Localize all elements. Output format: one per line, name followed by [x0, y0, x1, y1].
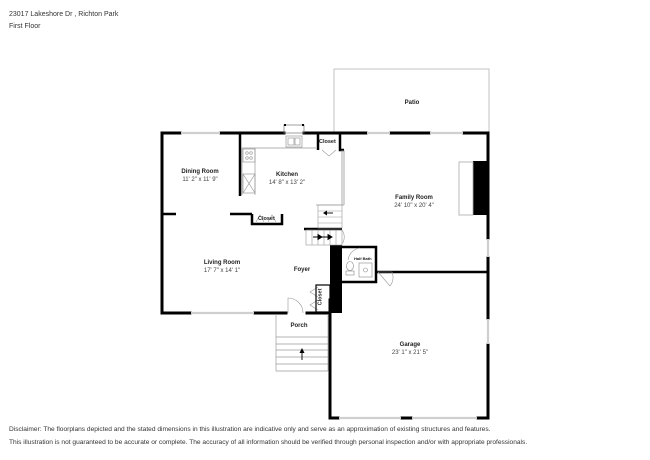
disclaimer: Disclaimer: The floorplans depicted and … [9, 424, 527, 449]
floor-title: First Floor [9, 23, 41, 30]
disclaimer-line-1: Disclaimer: The floorplans depicted and … [9, 426, 491, 433]
foyer-label: Foyer [293, 267, 311, 273]
half-bath-label: Half Bath [354, 256, 372, 261]
windows [181, 131, 490, 420]
stair-arrow-left-icon [323, 210, 333, 216]
family-room-label: Family Room 24' 10" x 20' 4" [394, 195, 434, 209]
lower-stairs [305, 229, 343, 246]
upper-stairs [317, 204, 343, 229]
dining-room-label: Dining Room 11' 2" x 11' 9" [181, 169, 219, 183]
partition-lines [316, 150, 345, 206]
bay-window-posts [284, 124, 304, 126]
property-address: 23017 Lakeshore Dr , Richton Park [9, 11, 119, 18]
patio-label: Patio [404, 100, 420, 106]
foyer-closet-box [315, 284, 331, 313]
living-room-label: Living Room 17' 7" x 14' 1" [203, 260, 241, 274]
door-swings [255, 149, 394, 314]
half-bath-fixtures [345, 261, 373, 278]
kitchen-closet-label: Closet [319, 139, 336, 145]
foyer-closet-label: Closet [317, 288, 324, 306]
disclaimer-line-2: This illustration is not guaranteed to b… [9, 438, 528, 446]
interior-walls [162, 133, 488, 284]
stair-arrow-up-icon [299, 348, 305, 360]
porch-label: Porch [290, 323, 308, 329]
exterior-walls [160, 131, 490, 420]
solid-blocks [330, 161, 488, 313]
garage-label: Garage 23' 1" x 21' 5" [391, 342, 429, 356]
fireplace-hearth [458, 161, 474, 216]
plan-header: 23017 Lakeshore Dr , Richton Park First … [9, 9, 118, 33]
kitchen-fixtures [241, 124, 316, 195]
hall-closet-label: Closet [258, 216, 275, 222]
stair-arrow-right-icon [313, 233, 333, 241]
kitchen-label: Kitchen 14' 8" x 13' 2" [268, 172, 306, 186]
